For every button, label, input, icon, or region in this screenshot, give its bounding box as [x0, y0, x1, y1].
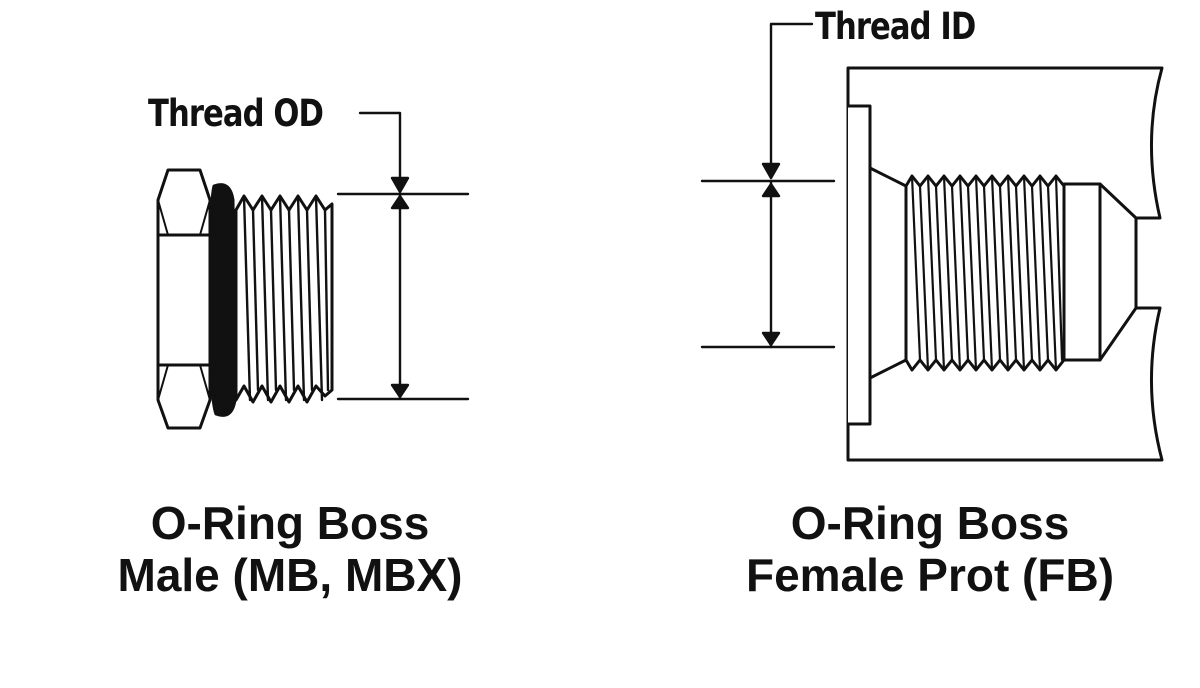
thread-od-dimension	[336, 111, 470, 401]
female-caption-line1: O-Ring Boss	[790, 497, 1070, 549]
male-fitting-drawing	[156, 111, 470, 430]
spot-face	[846, 104, 872, 426]
female-port-body	[846, 66, 1164, 462]
female-thread-bore	[868, 166, 1138, 380]
thread-od-label: Thread OD	[148, 92, 324, 135]
female-fitting-drawing	[700, 22, 1164, 462]
male-fitting-caption: O-Ring Boss Male (MB, MBX)	[40, 497, 540, 601]
female-fitting-caption: O-Ring Boss Female Prot (FB)	[680, 497, 1180, 601]
male-thread-body	[234, 194, 334, 404]
hex-nut	[156, 168, 212, 430]
o-ring	[208, 183, 237, 417]
thread-id-label: Thread ID	[815, 5, 976, 48]
male-caption-line2: Male (MB, MBX)	[117, 548, 463, 601]
thread-id-dimension	[700, 22, 836, 349]
female-caption-line2: Female Prot (FB)	[745, 548, 1115, 601]
male-caption-line1: O-Ring Boss	[150, 497, 430, 549]
